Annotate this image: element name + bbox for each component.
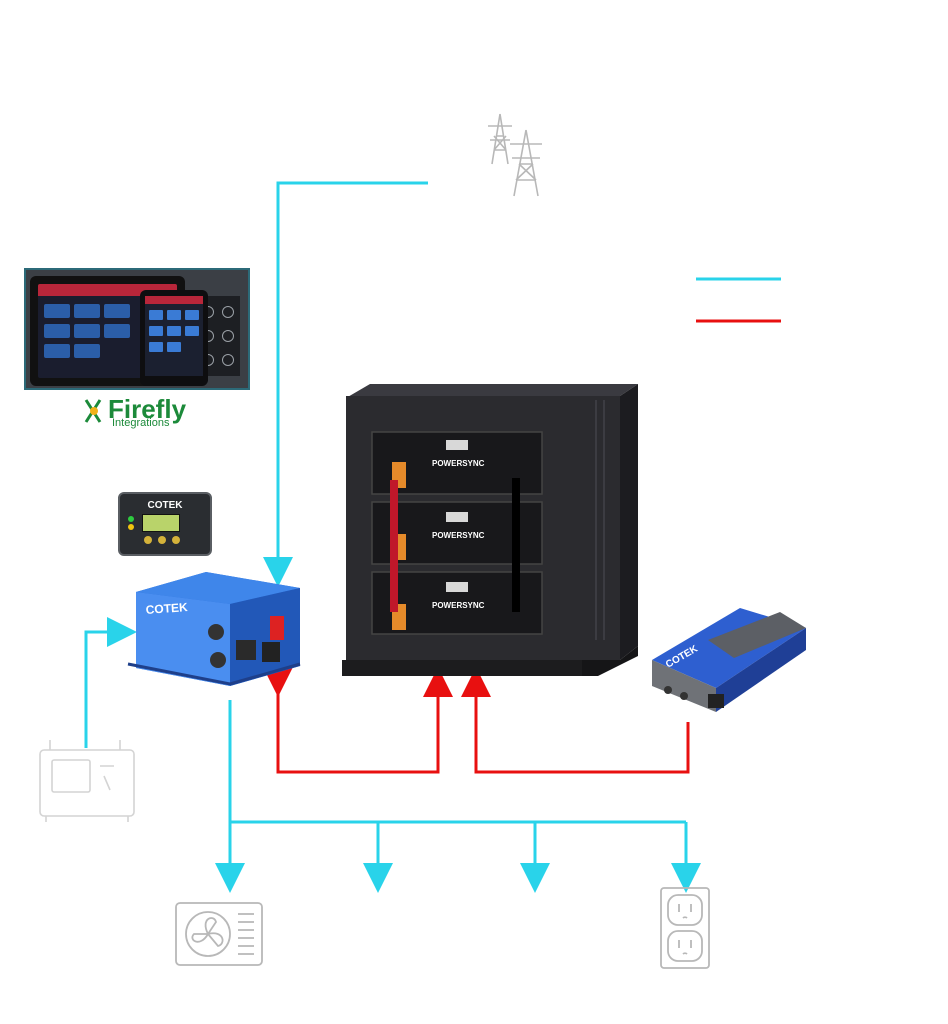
charger-battery-dc-line	[461, 667, 690, 774]
battery-charger-label-line2: Charger	[776, 746, 831, 763]
svg-text:POWERSYNC: POWERSYNC	[432, 531, 485, 540]
inverter-body: COTEK	[127, 572, 301, 686]
remote-button	[172, 536, 180, 544]
battery-charger-device: COTEK	[652, 608, 806, 712]
remote-button	[144, 536, 152, 544]
wall-outlet-icon	[660, 887, 710, 969]
battery-cabinet: POWERSYNC POWERSYNC POWERSYNC	[342, 384, 638, 676]
firefly-subtitle: Integrations	[112, 417, 170, 429]
svg-text:POWERSYNC: POWERSYNC	[432, 601, 485, 610]
grid-to-inverter-line	[263, 181, 428, 587]
battery-charger-label-line1: Battery	[776, 728, 824, 745]
battery-charger-label: Battery Charger	[776, 728, 830, 764]
inverter-to-loads-line	[228, 700, 686, 824]
inverter-battery-dc-line	[263, 667, 453, 774]
remote-brand: COTEK	[147, 500, 183, 511]
svg-text:POWERSYNC: POWERSYNC	[432, 459, 485, 468]
svg-text:COTEK: COTEK	[145, 600, 188, 617]
air-conditioner-icon	[175, 902, 263, 966]
remote-lcd	[142, 514, 180, 532]
firefly-logo-icon	[84, 399, 102, 423]
firefly-tablet-small	[140, 290, 208, 386]
remote-button	[158, 536, 166, 544]
cotek-remote-panel: COTEK	[118, 492, 212, 556]
firefly-brand: Firefly	[108, 394, 187, 424]
generator-to-inverter-line	[84, 617, 137, 748]
transmission-tower-icon	[488, 113, 542, 197]
generator-icon	[39, 740, 135, 822]
